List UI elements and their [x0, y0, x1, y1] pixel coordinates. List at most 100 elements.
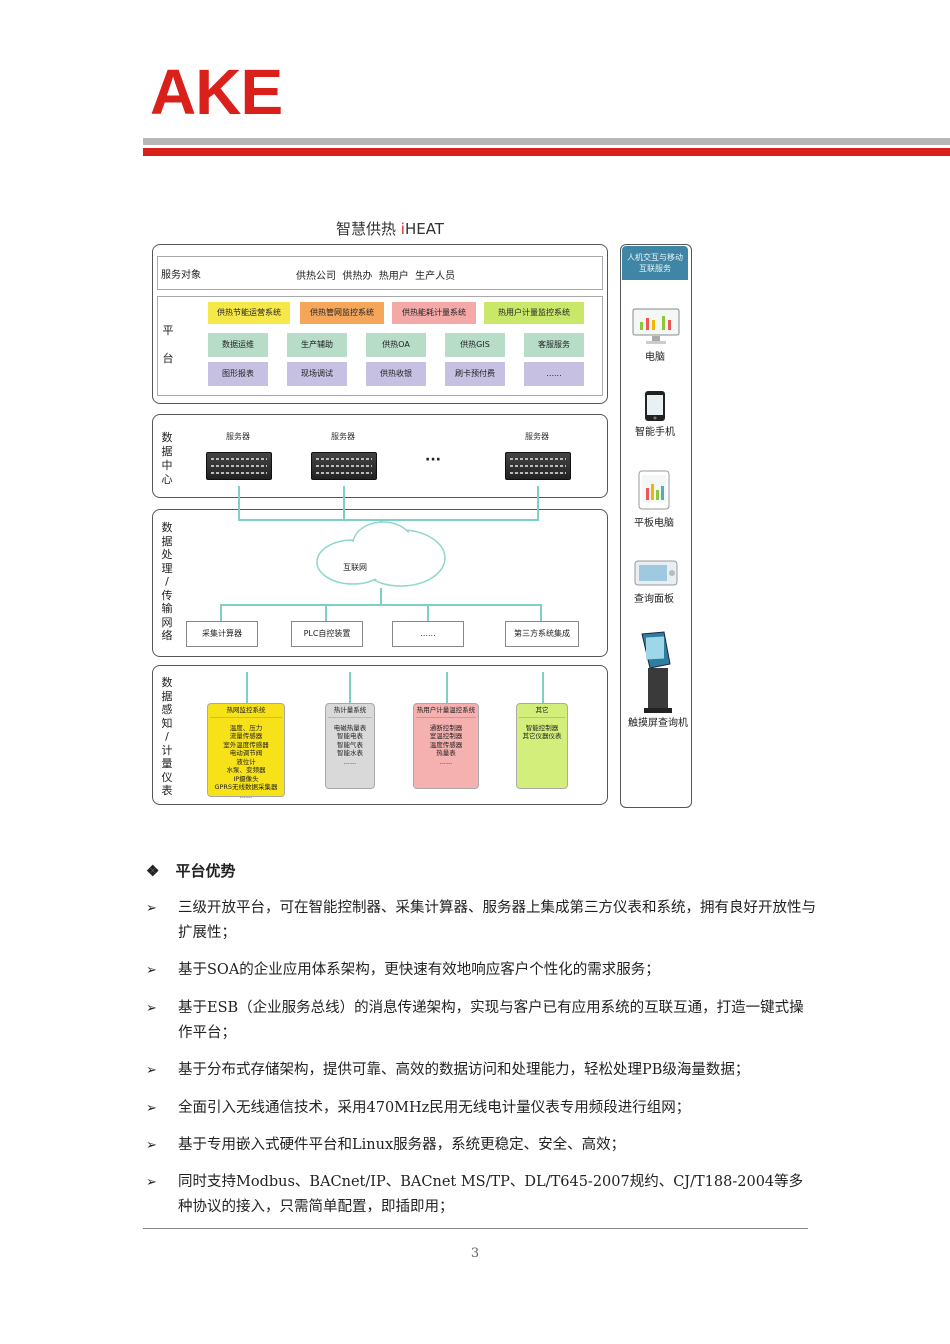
sensor-item: 温度传感器	[429, 740, 463, 749]
arrow-bullet-icon: ➢	[146, 963, 157, 978]
link-line	[537, 486, 539, 520]
network-label-char: 传	[161, 588, 173, 602]
sensor-item: 液位计	[236, 757, 256, 766]
platform-system-box: 供热能耗计量系统	[392, 302, 476, 324]
sensor-item: 智能气表	[337, 740, 363, 749]
advantage-text: 全面引入无线通信技术，采用470MHz民用无线电计量仪表专用频段进行组网；	[178, 1100, 691, 1116]
device-label-pc: 电脑	[645, 352, 665, 363]
device-label-panel: 查询面板	[634, 594, 674, 605]
diagram-title-accent: i	[400, 220, 405, 238]
kiosk-icon	[641, 631, 672, 713]
sensor-item: 室外温度传感器	[223, 740, 269, 749]
link-line	[325, 604, 327, 621]
platform-system-box: 供热管网监控系统	[300, 302, 384, 324]
sensing-label-char: 仪	[161, 770, 173, 784]
section-title: 平台优势	[175, 862, 236, 880]
advantage-item: ➢ 基于SOA的企业应用体系架构，更快速有效地响应客户个性化的需求服务；	[146, 958, 816, 983]
datacenter-label-2: 据	[161, 445, 173, 458]
devices-column	[620, 244, 692, 808]
link-line	[540, 604, 542, 621]
devices-header: 人机交互与移动互联服务	[622, 246, 688, 280]
cloud-icon	[316, 521, 446, 587]
sensor-item: GPRS无线数据采集器	[214, 783, 278, 791]
sensor-item: 室温控制器	[429, 732, 463, 740]
sensor-item: ......	[343, 757, 357, 766]
sensor-group-title: 热网监控系统	[210, 706, 282, 718]
server-icon	[311, 452, 377, 480]
server-label-1: 服务器	[226, 432, 250, 441]
platform-function-box: 供热OA	[366, 333, 426, 357]
platform-function-box: 生产辅助	[287, 333, 347, 357]
sensor-item: 智能水表	[337, 749, 363, 757]
arrow-bullet-icon: ➢	[146, 1101, 157, 1116]
platform-label-2: 台	[162, 352, 174, 365]
link-line	[446, 672, 448, 704]
device-label-phone: 智能手机	[635, 427, 675, 438]
link-line	[542, 672, 544, 704]
network-label-char: 处	[161, 548, 173, 561]
sensor-item: 水泵、变频器	[226, 766, 266, 774]
sensor-item: 电动调节阀	[229, 749, 263, 757]
advantage-item: ➢基于ESB（企业服务总线）的消息传递架构，实现与客户已有应用系统的互联互通，打…	[146, 996, 816, 1046]
platform-function-box: 数据运维	[208, 333, 268, 357]
diagram-title-prefix: 智慧供热	[336, 220, 401, 238]
tablet-icon	[638, 470, 670, 510]
sensor-item: ......	[239, 791, 253, 800]
cloud-label: 互联网	[343, 563, 367, 572]
sensing-label-char: 量	[161, 757, 173, 770]
advantage-item: ➢ 全面引入无线通信技术，采用470MHz民用无线电计量仪表专用频段进行组网；	[146, 1096, 816, 1121]
platform-function-box: 供热GIS	[445, 333, 505, 357]
network-label-char: 网	[161, 615, 173, 629]
advantage-item: ➢ 基于专用嵌入式硬件平台和Linux服务器，系统更稳定、安全、高效；	[146, 1133, 816, 1158]
platform-system-box: 热用户计量监控系统	[484, 302, 584, 324]
device-label-tablet: 平板电脑	[634, 518, 674, 529]
advantage-item: ➢同时支持Modbus、BACnet/IP、BACnet MS/TP、DL/T6…	[146, 1170, 816, 1220]
header-grey-bar	[143, 138, 950, 145]
platform-tool-box: 刷卡预付费	[445, 362, 505, 386]
link-line	[343, 486, 345, 520]
server-icon	[206, 452, 272, 480]
platform-label-1: 平	[162, 324, 174, 337]
advantage-text: 基于ESB（企业服务总线）的消息传递架构，实现与客户已有应用系统的互联互通，打造…	[178, 1000, 804, 1041]
sensor-item: 电磁热量表	[333, 723, 367, 732]
platform-tool-box: ......	[524, 362, 584, 386]
sensor-item: ......	[439, 757, 453, 766]
server-label-3: 服务器	[525, 432, 549, 441]
sensor-item: 热量表	[436, 749, 456, 757]
sensor-item: 其它仪器仪表	[522, 732, 562, 740]
network-node-collector: 采集计算器	[186, 621, 258, 647]
datacenter-label-4: 心	[161, 473, 173, 486]
sensor-item: 通断控制器	[429, 723, 463, 732]
link-line	[220, 604, 542, 606]
advantage-text: 三级开放平台，可在智能控制器、采集计算器、服务器上集成第三方仪表和系统，拥有良好…	[178, 900, 816, 941]
link-line	[349, 672, 351, 704]
advantage-text: 同时支持Modbus、BACnet/IP、BACnet MS/TP、DL/T64…	[178, 1174, 804, 1215]
advantage-text: 基于专用嵌入式硬件平台和Linux服务器，系统更稳定、安全、高效；	[178, 1137, 626, 1153]
sensing-label-char: 数	[161, 676, 173, 689]
sensing-label-char: 计	[161, 743, 173, 757]
link-line	[238, 519, 539, 521]
platform-tool-box: 图形报表	[208, 362, 268, 386]
diagram-title-suffix: HEAT	[404, 220, 444, 238]
computer-icon	[632, 308, 680, 344]
sensor-item: 温度、压力	[229, 723, 263, 732]
platform-function-box: 客服服务	[524, 333, 584, 357]
link-line	[238, 486, 240, 520]
arrow-bullet-icon: ➢	[146, 1138, 157, 1153]
diagram-title: 智慧供热 iHEAT	[300, 218, 480, 239]
network-node-third-party: 第三方系统集成	[505, 621, 579, 647]
devices-header-line-2: 互联服务	[639, 264, 671, 273]
company-logo: AKE	[150, 56, 283, 128]
sensor-group: 热计量系统电磁热量表智能电表智能气表智能水表......	[325, 703, 375, 789]
sensor-group: 其它智能控制器其它仪器仪表	[516, 703, 568, 789]
arrow-bullet-icon: ➢	[146, 901, 157, 916]
advantage-text: 基于SOA的企业应用体系架构，更快速有效地响应客户个性化的需求服务；	[178, 962, 660, 978]
network-label-char: /	[165, 575, 169, 588]
devices-header-line-1: 人机交互与移动	[627, 253, 683, 262]
link-line	[220, 604, 222, 621]
network-label-char: 数	[161, 521, 173, 534]
service-targets: 供热公司 供热办 热用户 生产人员	[296, 271, 456, 282]
datacenter-label-1: 数	[161, 431, 173, 444]
sensing-label-char: /	[165, 730, 169, 743]
sensor-item: 智能控制器	[525, 723, 559, 732]
